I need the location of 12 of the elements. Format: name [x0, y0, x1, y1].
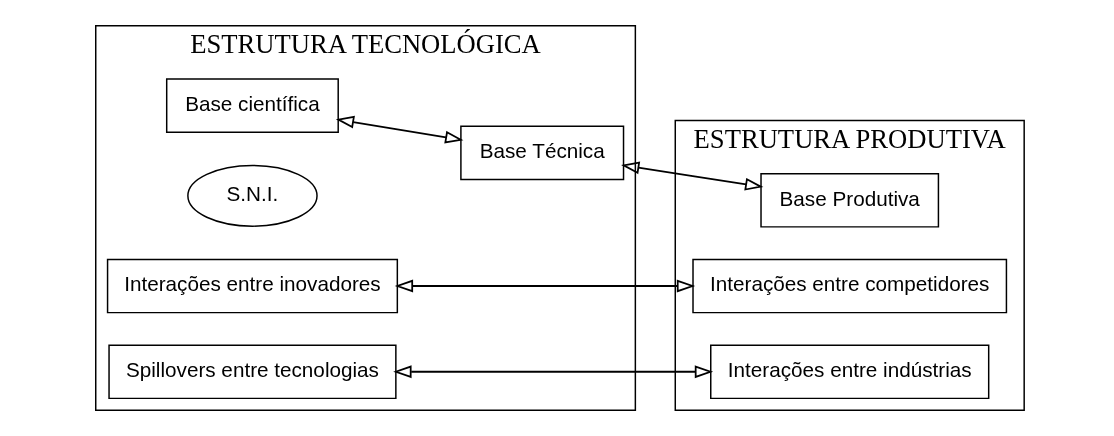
arrow	[393, 365, 714, 379]
node-box: Base científica	[165, 78, 339, 133]
node-box: Spillovers entre tecnologias	[108, 344, 397, 400]
arrow	[394, 279, 696, 293]
arrow	[335, 115, 464, 144]
arrow	[621, 161, 764, 191]
node-box: Interações entre competidores	[692, 258, 1008, 314]
node-ellipse: S.N.I.	[187, 164, 318, 227]
node-box: Base Produtiva	[760, 172, 940, 228]
node-box: Interações entre inovadores	[106, 258, 399, 314]
node-box: Base Técnica	[460, 125, 625, 181]
node-box: Interações entre indústrias	[710, 344, 990, 400]
